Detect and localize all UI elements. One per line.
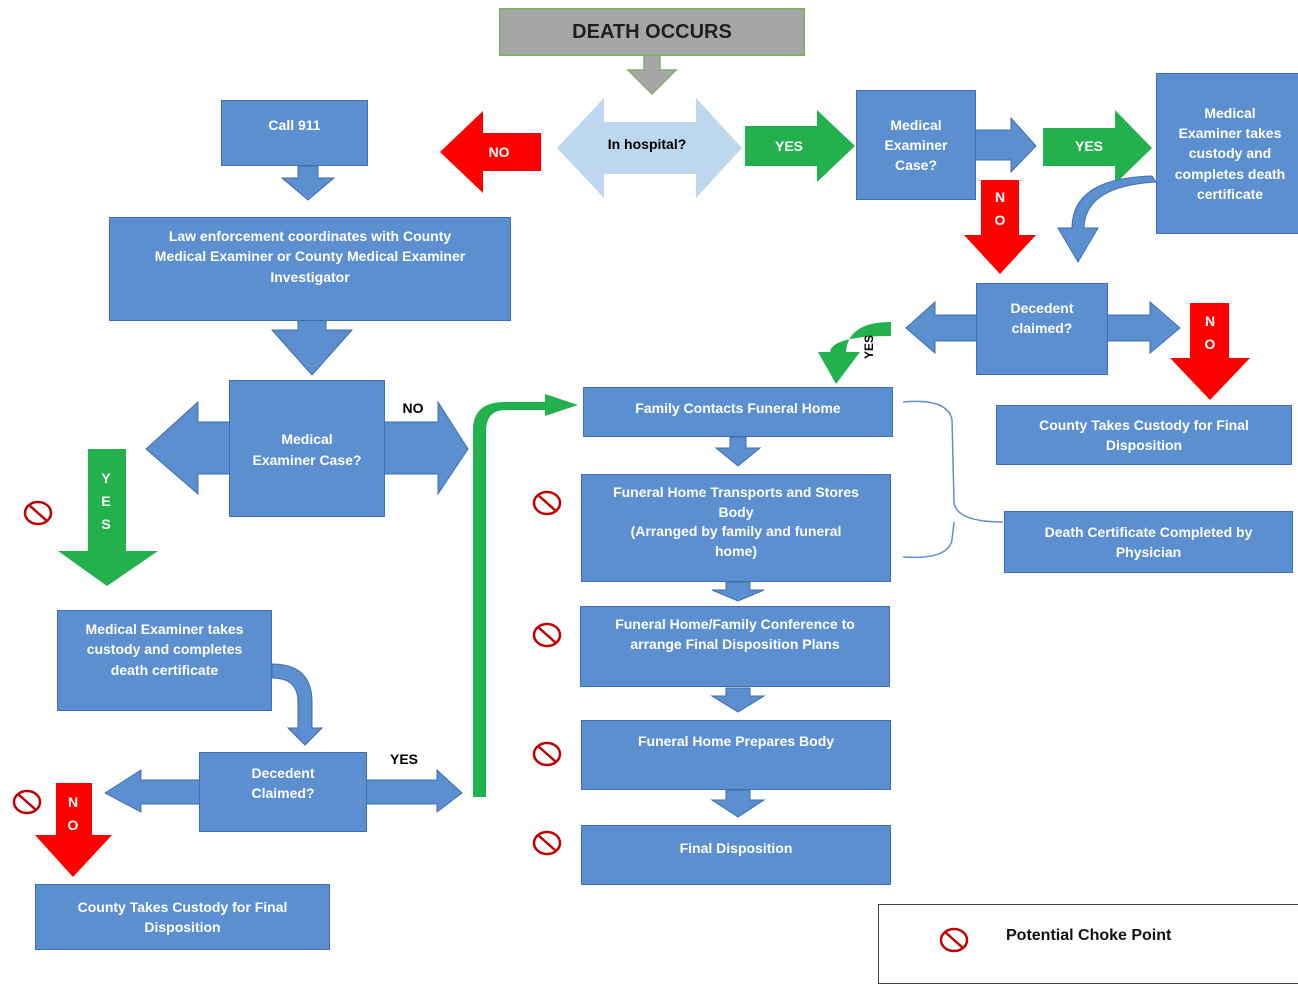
green-long-arrow-to-family bbox=[473, 394, 578, 797]
curved-yes-arrow-to-family bbox=[818, 322, 891, 384]
final-disposition-box: Final Disposition bbox=[581, 825, 891, 885]
no-label-top: NO bbox=[488, 144, 510, 160]
no-label-vertical-right: N O bbox=[1204, 313, 1216, 352]
chain-arrow-4 bbox=[710, 789, 766, 818]
choke-point-icon bbox=[532, 490, 562, 516]
choke-point-icon bbox=[12, 789, 42, 815]
county-custody-right-box: County Takes Custody for Final Dispositi… bbox=[996, 405, 1292, 465]
yes-label-top: YES bbox=[774, 138, 803, 154]
call-911-box: Call 911 bbox=[221, 100, 368, 166]
decedent-claimed-right-box: Decedent claimed? bbox=[976, 283, 1108, 375]
me-takes-left-box: Medical Examiner takes custody and compl… bbox=[57, 610, 272, 711]
choke-point-icon bbox=[532, 622, 562, 648]
legend-label: Potential Choke Point bbox=[1006, 927, 1172, 944]
curved-arrow-top-right bbox=[1057, 175, 1157, 263]
yes-arrow-right bbox=[745, 110, 855, 182]
decedent-claimed-left-box: Decedent Claimed? bbox=[199, 752, 367, 832]
choke-point-icon bbox=[23, 500, 53, 526]
no-arrow-down-top bbox=[964, 180, 1036, 274]
call911-down-arrow bbox=[280, 165, 336, 201]
no-label-vertical-top: N O bbox=[994, 189, 1006, 228]
yes-arrow-down-left bbox=[58, 449, 158, 586]
me-case-left-box: Medical Examiner Case? bbox=[229, 380, 385, 517]
yes-arrow-right-2 bbox=[1043, 110, 1152, 184]
in-hospital-double-arrow bbox=[557, 98, 742, 198]
in-hospital-label: In hospital? bbox=[607, 136, 687, 152]
legend-box: Potential Choke Point bbox=[878, 904, 1298, 984]
no-arrow-left bbox=[440, 111, 541, 193]
choke-point-icon bbox=[532, 741, 562, 767]
county-custody-left-box: County Takes Custody for Final Dispositi… bbox=[35, 884, 330, 950]
bracket-connector bbox=[902, 400, 1004, 559]
no-label-vertical-left: N O bbox=[67, 794, 79, 833]
chain-arrow-2 bbox=[711, 581, 765, 602]
me-case-top-box: Medical Examiner Case? bbox=[856, 90, 976, 200]
chain-arrow-3 bbox=[710, 687, 766, 713]
funeral-transports-box: Funeral Home Transports and Stores Body … bbox=[581, 474, 891, 582]
no-label-left-case: NO bbox=[402, 400, 424, 416]
no-arrow-down-bottom-left bbox=[35, 783, 112, 877]
no-arrow-down-right bbox=[1170, 303, 1250, 400]
yes-label-vertical-left: Y E S bbox=[101, 470, 111, 532]
choke-point-icon bbox=[532, 830, 562, 856]
law-enforcement-box: Law enforcement coordinates with County … bbox=[109, 217, 511, 321]
chain-arrow-1 bbox=[714, 436, 762, 467]
curved-arrow-left bbox=[271, 663, 324, 746]
yes-label-rotated: YES bbox=[862, 335, 876, 360]
law-down-arrow bbox=[270, 319, 354, 376]
conference-box: Funeral Home/Family Conference to arrang… bbox=[580, 606, 890, 687]
prepares-body-box: Funeral Home Prepares Body bbox=[581, 720, 891, 790]
choke-point-legend-icon bbox=[939, 927, 969, 953]
me-takes-top-box: Medical Examiner takes custody and compl… bbox=[1156, 73, 1298, 234]
yes-label-left-claimed: YES bbox=[389, 751, 418, 767]
death-occurs-node: DEATH OCCURS bbox=[499, 8, 805, 56]
death-cert-physician-box: Death Certificate Completed by Physician bbox=[1004, 511, 1293, 573]
yes-label-top-2: YES bbox=[1074, 138, 1103, 154]
me-case-right-arrow bbox=[972, 116, 1037, 174]
family-contacts-box: Family Contacts Funeral Home bbox=[583, 387, 893, 437]
